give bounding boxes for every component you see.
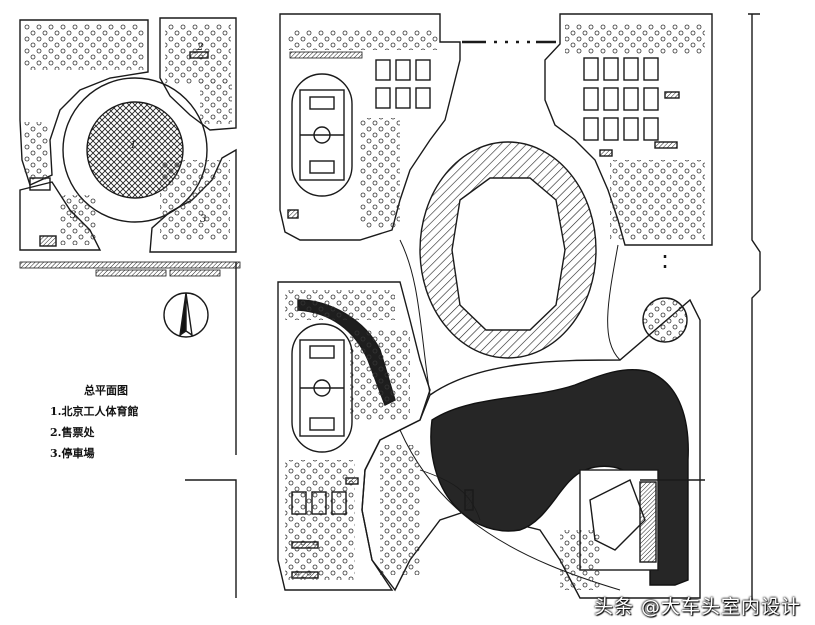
watermark: 头条 @大车头室内设计 <box>593 596 801 618</box>
north-arrow-icon <box>163 292 209 338</box>
map-label-parking-right: 3 <box>200 214 206 225</box>
map-label-ticket: 2 <box>196 42 203 53</box>
map-label-gym: 1 <box>130 140 136 151</box>
promenade-path-east <box>607 244 621 361</box>
southwest-block <box>277 281 431 591</box>
map-label-parking-left: 3 <box>70 210 76 221</box>
east-boundary <box>748 13 761 600</box>
legend-item-parking: 3.停車場 <box>50 447 95 460</box>
legend-title: 总平面图 <box>84 384 128 397</box>
park-and-lake <box>361 297 705 599</box>
gymnasium-landscape-texture <box>24 24 232 245</box>
legend: 总平面图 1.北京工人体育館 2.售票处 3.停車場 <box>50 380 138 464</box>
north-gate-markers <box>462 40 667 268</box>
stadium-oval <box>419 141 597 359</box>
legend-item-ticket: 2.售票处 <box>50 426 95 439</box>
promenade-path <box>399 239 431 396</box>
northeast-block <box>544 13 713 246</box>
northwest-block <box>279 13 461 241</box>
legend-item-gym: 1.北京工人体育館 <box>50 405 139 418</box>
